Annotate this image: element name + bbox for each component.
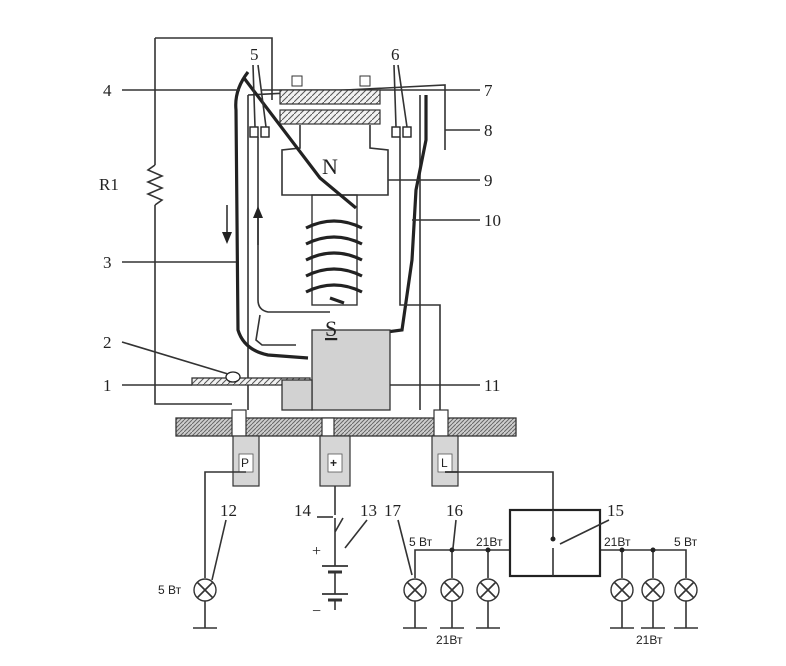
callout-5: 5 [250, 45, 259, 64]
resistor-loop [145, 37, 273, 405]
lamp-label-left-5: 5 Вт [409, 535, 433, 549]
callout-7: 7 [484, 81, 493, 100]
callout-9: 9 [484, 171, 493, 190]
callout-13: 13 [360, 501, 377, 520]
movable-armature [234, 71, 428, 360]
callout-14: 14 [294, 501, 312, 520]
pole-north: N [322, 154, 338, 179]
coil-winding [305, 219, 363, 294]
callout-2: 2 [103, 333, 112, 352]
terminal-plus-label: + [330, 456, 337, 470]
flasher-unit [508, 508, 602, 578]
pole-south: S [325, 316, 337, 341]
terminal-plus [319, 435, 351, 487]
bimetal-plate [191, 371, 311, 386]
callout-12: 12 [220, 501, 237, 520]
callout-11: 11 [484, 376, 500, 395]
callout-10: 10 [484, 211, 501, 230]
callout-6: 6 [391, 45, 400, 64]
lamp-right-5 [674, 578, 698, 629]
base-plate [175, 409, 517, 437]
battery-minus: − [312, 603, 321, 620]
resistor-label: R1 [99, 175, 119, 194]
lamp-label-left-21-bottom: 21Вт [436, 633, 463, 647]
lamp-left-21b [476, 578, 500, 629]
lamp-label-right-5: 5 Вт [674, 535, 698, 549]
contacts-6 [391, 126, 412, 138]
callout-3: 3 [103, 253, 112, 272]
lamp-label-left-21-top: 21Вт [476, 535, 503, 549]
leader-lines [121, 64, 610, 581]
inner-wiring [255, 137, 441, 415]
battery [322, 552, 348, 610]
terminal-l-label: L [441, 456, 448, 470]
callout-1: 1 [103, 376, 112, 395]
callout-17: 17 [384, 501, 402, 520]
callout-15: 15 [607, 501, 624, 520]
terminal-p-label: P [241, 456, 249, 470]
lamp-label-right-21-bottom: 21Вт [636, 633, 663, 647]
lamp-p [193, 578, 217, 629]
lamp-right-21b [641, 578, 665, 629]
magnet-core [281, 125, 389, 306]
lamp-right-21a [610, 578, 634, 629]
lamp-left-5 [403, 578, 427, 629]
callout-16: 16 [446, 501, 463, 520]
terminal-p [232, 435, 260, 487]
external-wiring [204, 471, 687, 578]
armature-block [281, 329, 391, 411]
lamp-left-21a [440, 578, 464, 629]
junction-dots [449, 547, 656, 553]
battery-plus: + [312, 543, 321, 560]
lamp-label-right-21-top: 21Вт [604, 535, 631, 549]
arrow-down [222, 205, 232, 244]
callout-8: 8 [484, 121, 493, 140]
callout-4: 4 [103, 81, 112, 100]
lamp-label-p: 5 Вт [158, 583, 182, 597]
contacts-5 [249, 126, 270, 138]
top-coil [279, 75, 381, 125]
arrow-up [253, 206, 263, 245]
